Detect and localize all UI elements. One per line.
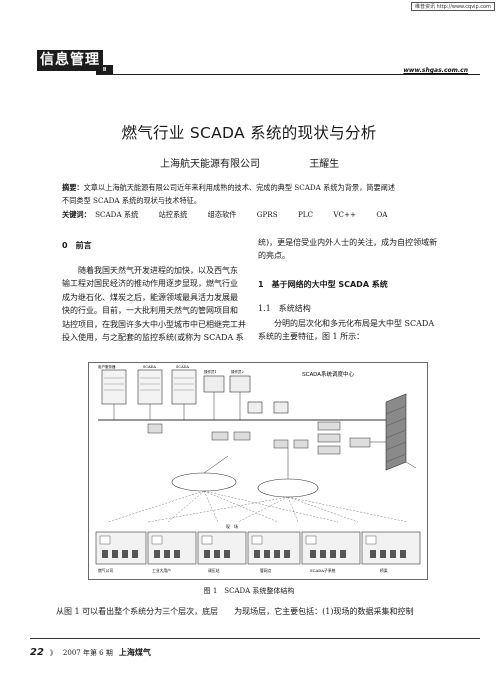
fig-label-operator-1: 操作员1 <box>204 369 217 374</box>
column-badge: 信息管理 Ⅱ <box>37 50 113 76</box>
server-rack-group <box>101 369 197 405</box>
fig-label-scada-subsystem: SCADA子系统 <box>310 568 336 573</box>
section-heading-1: 1 基于网络的大中型 SCADA 系统 <box>258 280 388 289</box>
footer-separator: 》 <box>49 648 57 657</box>
page-footer: 22 》 2007 年第 6 期 上海煤气 <box>30 647 151 658</box>
keyword: 站控系统 <box>158 210 188 219</box>
issue-info: 2007 年第 6 期 <box>62 648 113 657</box>
keyword: VC++ <box>333 210 357 219</box>
fig-label-industrial-user: 工业大用户 <box>152 568 171 573</box>
text-line: 分明的层次化和多元化布局是大中型 SCADA <box>274 319 435 328</box>
text-line: 统)，更是倍受业内外人士的关注，成为自控领域新 <box>258 238 438 247</box>
text-line: 随着我国天然气开发进程的加快，以及西气东 <box>78 266 238 275</box>
left-paragraph: 随着我国天然气开发进程的加快，以及西气东 输工程对国民经济的推动作用逐步显现，燃… <box>62 264 247 344</box>
footer-rule <box>30 638 480 639</box>
firewall-wall <box>385 393 407 471</box>
cloud-network-left <box>171 472 237 492</box>
body-text-line: 从图 1 可以看出整个系统分为三个层次，底层 为现场层，它主要包括：(1)现场的… <box>56 607 414 616</box>
keywords: 关键词： SCADA 系统 站控系统 组态软件 GPRS PLC VC++ OA <box>62 210 405 220</box>
fig-field-label: 现 场 <box>226 523 238 529</box>
fig-label-regulator-station: 调压站 <box>208 568 220 573</box>
column-label: 信息管理 <box>37 50 103 71</box>
text-line: 快的行业。目前，一大批利用天然气的管网项目和 <box>62 306 238 316</box>
text-line: 输工程对国民经济的推动作用逐步显现，燃气行业 <box>62 279 238 289</box>
keyword: SCADA 系统 <box>95 210 139 219</box>
right-paragraph-2: 分明的层次化和多元化布局是大中型 SCADA 系统的主要特征，图 1 所示： <box>258 317 458 344</box>
article-title: 燃气行业 SCADA 系统的现状与分析 <box>121 124 377 142</box>
fig-label-pipeline-point: 管网点 <box>260 568 272 573</box>
author-line: 上海航天能源有限公司 王耀生 <box>160 155 385 170</box>
keyword: PLC <box>297 210 314 219</box>
fig-label-scada-2: SCADA <box>176 365 189 369</box>
column-sub-label: Ⅱ <box>96 65 113 75</box>
magazine-name: 上海煤气 <box>118 647 151 657</box>
source-stamp: 维普资讯 http://www.cqvip.com <box>410 2 495 11</box>
text-line: 成为继石化、煤炭之后，能源领域最具活力发展最 <box>62 292 238 302</box>
cloud-network-right <box>257 478 319 498</box>
page-number: 22 <box>30 647 44 658</box>
keyword: GPRS <box>256 210 278 219</box>
text-line: 系统的主要特征，图 1 所示： <box>258 332 365 342</box>
abstract: 摘要：文章以上海航天能源有限公司近年来利用成熟的技术、完成的典型 SCADA 系… <box>62 181 454 207</box>
operator-stations <box>203 375 289 414</box>
abstract-line-1: 文章以上海航天能源有限公司近年来利用成熟的技术、完成的典型 SCADA 系统为背… <box>83 183 396 192</box>
figure-caption: 图 1 SCADA 系统整体结构 <box>203 587 295 595</box>
author-name: 王耀生 <box>309 159 340 170</box>
scada-architecture-figure: 用户服务器 SCADA SCADA 操作员1 操作员2 SCADA系统调度中心 <box>88 362 428 580</box>
header-rule <box>102 74 480 75</box>
subsection-heading-1-1: 1.1 系统结构 <box>258 304 311 313</box>
fig-label-bridge: 桥梁 <box>380 568 388 573</box>
wireless-links <box>107 490 409 523</box>
text-line: 投入使用，与之配套的监控系统(或称为 SCADA 系 <box>62 333 244 343</box>
fig-center-label: SCADA系统调度中心 <box>302 370 354 378</box>
abstract-label: 摘要： <box>62 183 84 192</box>
fig-label-scada-1: SCADA <box>143 365 156 369</box>
network-devices <box>147 421 371 455</box>
abstract-line-2: 不同类型 SCADA 系统的现状与技术特征。 <box>62 196 201 205</box>
keywords-label: 关键词： <box>62 210 91 219</box>
field-stations <box>95 531 421 565</box>
section-heading-0: 0 前言 <box>62 241 92 250</box>
text-line: 站控项目，在我国许多大中小型城市中已相继完工并 <box>62 319 246 329</box>
fig-label-gas-company: 燃气公司 <box>98 568 113 573</box>
text-line: 的亮点。 <box>258 251 290 261</box>
fig-label-operator-2: 操作员2 <box>231 369 244 374</box>
right-paragraph-1: 统)，更是倍受业内外人士的关注，成为自控领域新 的亮点。 <box>258 236 458 263</box>
website-link[interactable]: www.shgas.com.cn <box>403 67 468 74</box>
fig-label-user-server: 用户服务器 <box>98 364 116 369</box>
keyword: OA <box>376 210 388 219</box>
company-name: 上海航天能源有限公司 <box>160 159 260 170</box>
keyword: 组态软件 <box>207 210 237 219</box>
